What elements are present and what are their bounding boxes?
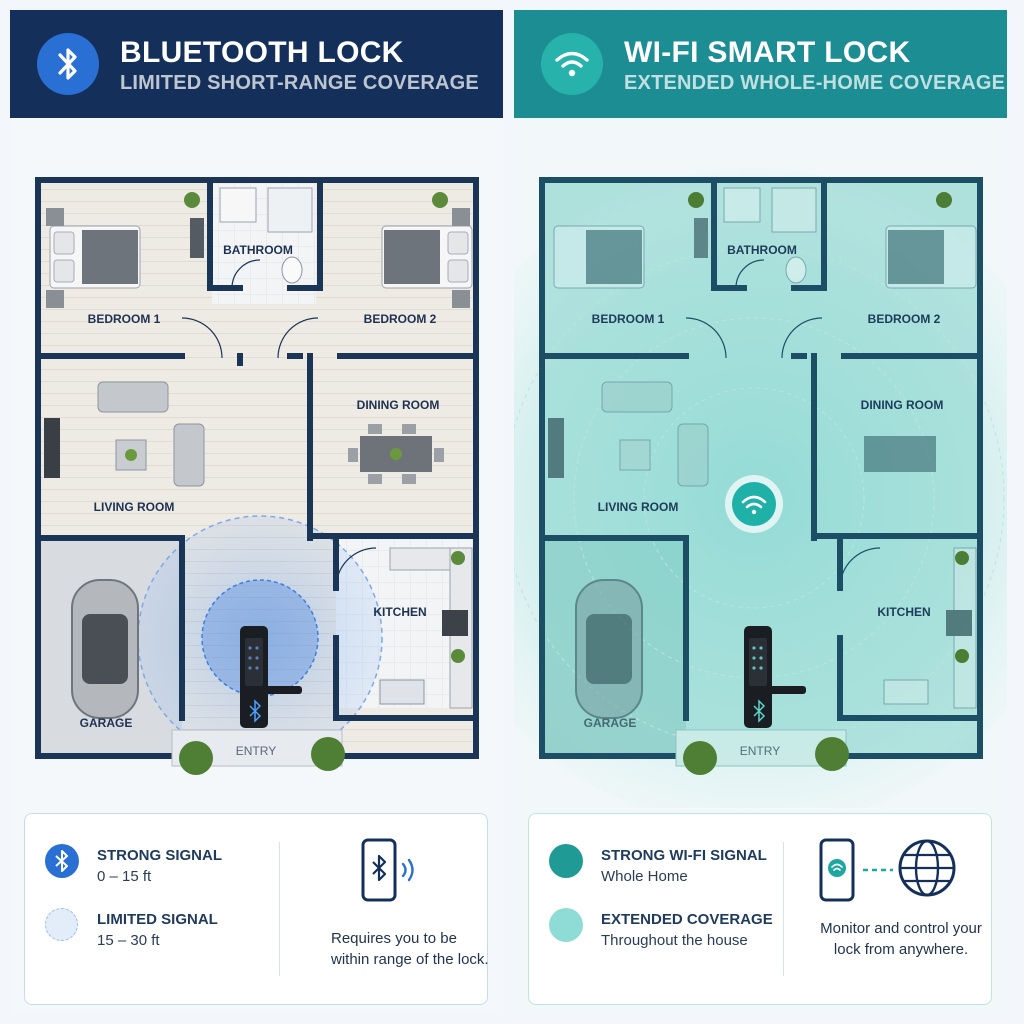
bluetooth-floor-plan: BATHROOM BEDROOM 1 BEDROOM 2 DINING ROOM…	[35, 177, 479, 775]
wifi-panel: WI-FI SMART LOCK EXTENDED WHOLE-HOME COV…	[514, 10, 1007, 1014]
wifi-header: WI-FI SMART LOCK EXTENDED WHOLE-HOME COV…	[514, 10, 1007, 118]
room-label: BATHROOM	[223, 243, 293, 257]
bluetooth-note: Requires you to be within range of the l…	[331, 930, 489, 968]
room-label: DINING ROOM	[357, 398, 440, 412]
room-label: ENTRY	[236, 744, 276, 758]
room-label: ENTRY	[740, 744, 780, 758]
room-label: LIVING ROOM	[94, 500, 175, 514]
strong-wifi-swatch	[549, 844, 583, 878]
bluetooth-smart-lock	[240, 626, 302, 728]
limited-signal-swatch	[45, 908, 78, 941]
room-label: LIVING ROOM	[598, 500, 679, 514]
bluetooth-header: BLUETOOTH LOCK LIMITED SHORT-RANGE COVER…	[10, 10, 503, 118]
wifi-floor-plan: BATHROOM BEDROOM 1 BEDROOM 2 DINING ROOM…	[514, 168, 1007, 808]
phone-bluetooth-icon	[361, 838, 414, 902]
wifi-hub-icon	[725, 475, 783, 533]
bluetooth-subtitle: LIMITED SHORT-RANGE COVERAGE	[120, 72, 479, 94]
room-label: BEDROOM 1	[88, 312, 161, 326]
room-label: DINING ROOM	[861, 398, 944, 412]
room-label: BATHROOM	[727, 243, 797, 257]
bluetooth-legend: STRONG SIGNAL 0 – 15 ft LIMITED SIGNAL 1…	[24, 813, 489, 1005]
bluetooth-title: BLUETOOTH LOCK	[120, 36, 404, 69]
room-label: BEDROOM 2	[364, 312, 437, 326]
wifi-smart-lock	[744, 626, 806, 728]
legend-divider	[783, 842, 784, 976]
bluetooth-icon	[37, 33, 99, 95]
phone-globe-icon	[819, 838, 956, 902]
wifi-legend: STRONG WI-FI SIGNAL Whole Home EXTENDED …	[528, 813, 992, 1005]
wifi-subtitle: EXTENDED WHOLE-HOME COVERAGE	[624, 72, 1006, 94]
bluetooth-icon	[45, 844, 79, 878]
legend-divider	[279, 842, 280, 976]
room-label: KITCHEN	[877, 605, 930, 619]
wifi-title: WI-FI SMART LOCK	[624, 36, 911, 69]
room-label: GARAGE	[584, 716, 637, 730]
wifi-note: Monitor and control your lock from anywh…	[820, 920, 982, 958]
bluetooth-panel: BLUETOOTH LOCK LIMITED SHORT-RANGE COVER…	[10, 10, 503, 1014]
wifi-icon	[541, 33, 603, 95]
extended-coverage-swatch	[549, 908, 583, 942]
room-label: GARAGE	[80, 716, 133, 730]
room-label: BEDROOM 1	[592, 312, 665, 326]
room-label: KITCHEN	[373, 605, 426, 619]
room-label: BEDROOM 2	[868, 312, 941, 326]
